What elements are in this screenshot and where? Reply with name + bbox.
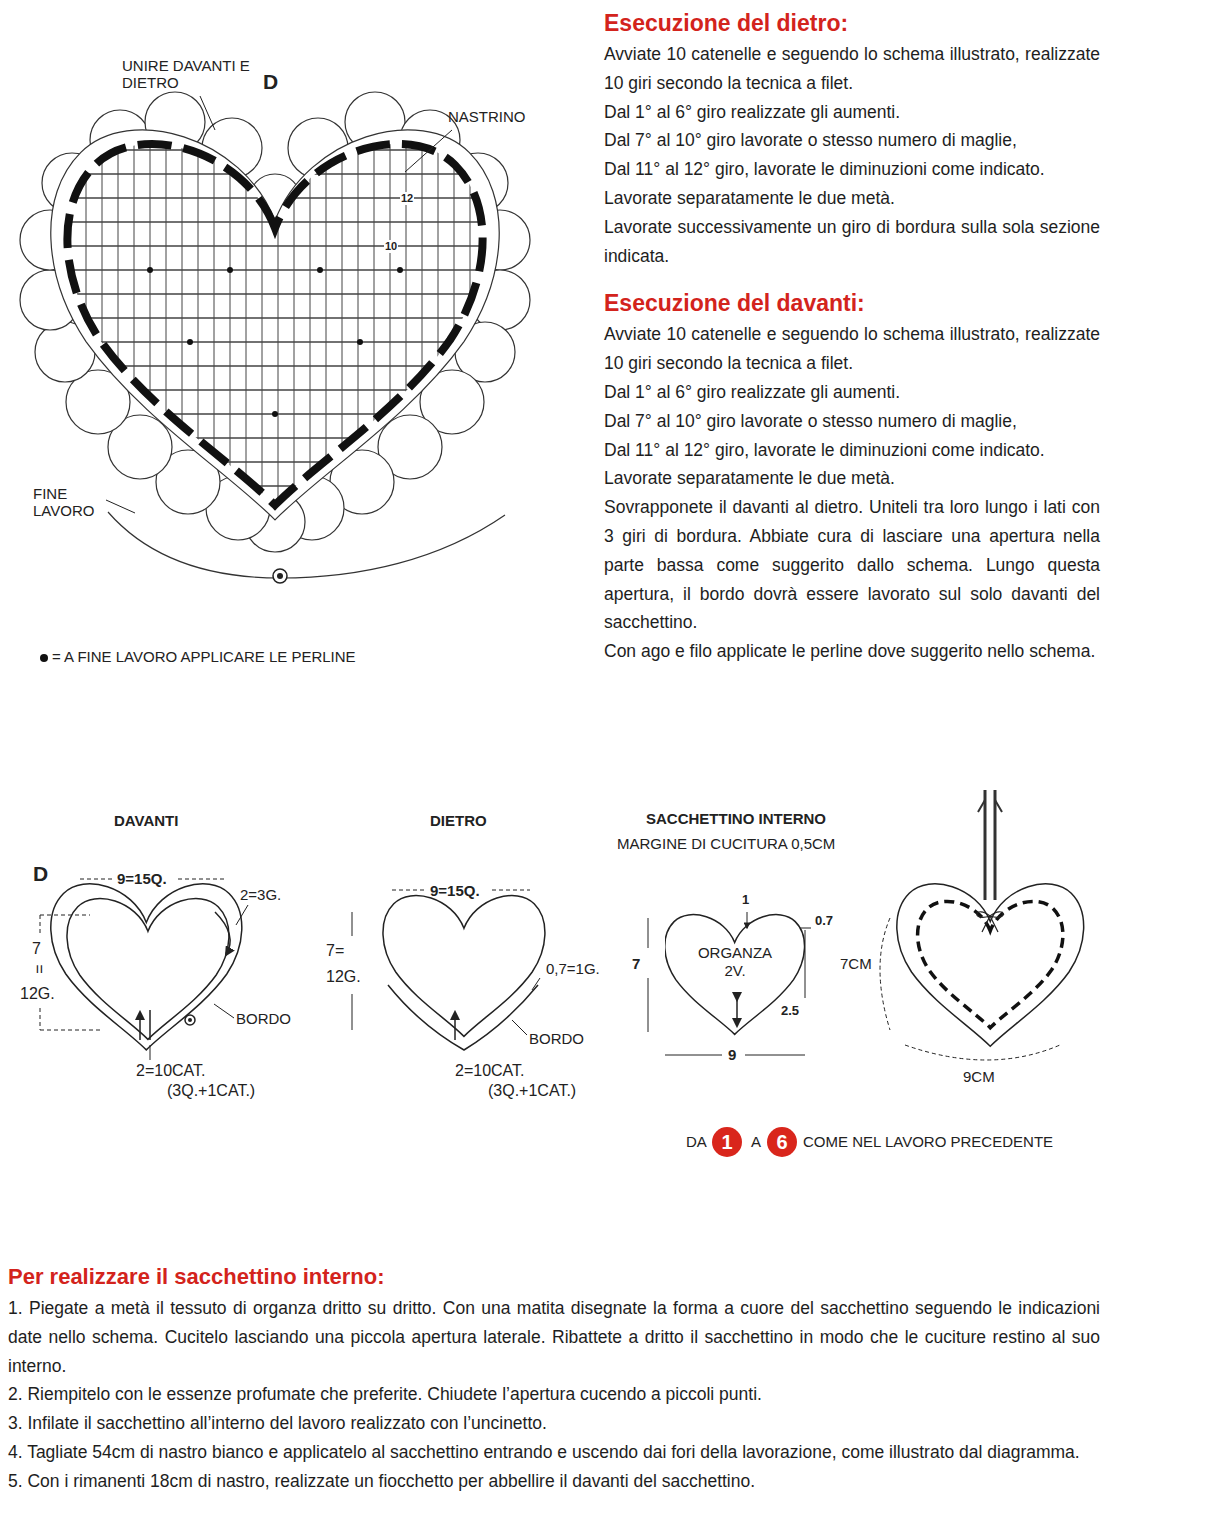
dimension-label: 2=3G. (240, 886, 281, 903)
dimension-label: 9=15Q. (430, 882, 480, 899)
instruction-text: 5. Con i rimanenti 18cm di nastro, reali… (8, 1467, 1100, 1496)
dimension-label: = (29, 965, 47, 974)
node-text: 6 (776, 1132, 787, 1152)
chart-label: FINE LAVORO (33, 485, 105, 520)
instruction-text: Lavorate separatamente le due metà. (604, 184, 1100, 213)
instructions-column: Per realizzare il sacchettino interno:1.… (8, 1262, 1100, 1496)
instruction-text: Lavorate separatamente le due metà. (604, 464, 1100, 493)
dimension-label: A (751, 1133, 761, 1150)
dimension-label: DA (686, 1133, 707, 1150)
instruction-text: 2. Riempitelo con le essenze profumate c… (8, 1380, 1100, 1409)
legend-sample (40, 654, 48, 662)
dimension-label: 2.5 (781, 1004, 799, 1019)
dimension-label: MARGINE DI CUCITURA 0,5CM (617, 835, 835, 852)
dimension-label: BORDO (236, 1010, 291, 1027)
instruction-text: 3. Infilate il sacchettino all’interno d… (8, 1409, 1100, 1438)
instruction-text: Avviate 10 catenelle e seguendo lo schem… (604, 40, 1100, 98)
section-heading: Esecuzione del dietro: (604, 8, 1100, 38)
instruction-text: 1. Piegate a metà il tessuto di organza … (8, 1294, 1100, 1380)
dimension-label: DAVANTI (114, 812, 178, 829)
scallop-border (20, 92, 530, 552)
dimension-label: 7 (632, 955, 640, 972)
dimension-label: BORDO (529, 1030, 584, 1047)
dimension-label: 2=10CAT. (455, 1062, 525, 1080)
legend-text: = A FINE LAVORO APPLICARE LE PERLINE (52, 648, 356, 665)
dimension-label: 9=15Q. (117, 870, 167, 887)
dimension-label: 7CM (840, 955, 872, 972)
dimension-label: DIETRO (430, 812, 487, 829)
section-heading: Esecuzione del davanti: (604, 288, 1100, 318)
instruction-text: Dal 11° al 12° giro, lavorate le diminuz… (604, 155, 1100, 184)
dimension-label: D (33, 862, 48, 886)
chart-label: NASTRINO (448, 108, 526, 125)
dimension-label: 0,7=1G. (546, 960, 600, 977)
instruction-text: Dal 11° al 12° giro, lavorate le diminuz… (604, 436, 1100, 465)
chart-label: 10 (384, 240, 398, 253)
dimension-label: COME NEL LAVORO PRECEDENTE (803, 1133, 1053, 1150)
instruction-text: Avviate 10 catenelle e seguendo lo schem… (604, 320, 1100, 378)
instruction-text: Lavorate successivamente un giro di bord… (604, 213, 1100, 271)
dimension-label: 12G. (326, 968, 361, 986)
ribbon-path (67, 144, 482, 505)
instruction-text: Dal 1° al 6° giro realizzate gli aumenti… (604, 98, 1100, 127)
step-circle: 1 (712, 1127, 742, 1157)
dimension-label: 7 (32, 940, 41, 958)
dimension-label: 2=10CAT. (136, 1062, 206, 1080)
dimension-label: (3Q.+1CAT.) (488, 1082, 576, 1100)
chart-label: D (263, 70, 278, 94)
instruction-text: Con ago e filo applicate le perline dove… (604, 637, 1100, 666)
step-circle: 6 (767, 1127, 797, 1157)
dimension-label: 9 (728, 1046, 736, 1063)
filet-grid (50, 120, 500, 520)
heart-shape: ORGANZA 2V. (665, 912, 805, 1036)
node-text: ORGANZA 2V. (690, 944, 780, 980)
chart-label: UNIRE DAVANTI E DIETRO (122, 57, 254, 92)
dimension-label: 9CM (963, 1068, 995, 1085)
instruction-text: Sovrapponete il davanti al dietro. Unite… (604, 493, 1100, 637)
chart-label: 12 (400, 192, 414, 205)
instruction-text: Dal 7° al 10° giro lavorate o stesso num… (604, 126, 1100, 155)
node-text: 1 (721, 1132, 732, 1152)
section-heading: Per realizzare il sacchettino interno: (8, 1262, 1100, 1292)
dimension-label: SACCHETTINO INTERNO (646, 810, 826, 827)
dimension-label: 0.7 (815, 914, 833, 929)
text-column: Esecuzione del dietro:Avviate 10 catenel… (604, 8, 1100, 666)
dimension-label: 1 (742, 893, 749, 908)
instruction-text: Dal 1° al 6° giro realizzate gli aumenti… (604, 378, 1100, 407)
dimension-label: 12G. (20, 985, 55, 1003)
instruction-text: 4. Tagliate 54cm di nastro bianco e appl… (8, 1438, 1100, 1467)
instruction-text: Dal 7° al 10° giro lavorate o stesso num… (604, 407, 1100, 436)
dimension-label: (3Q.+1CAT.) (167, 1082, 255, 1100)
dimension-label: 7= (326, 942, 344, 960)
